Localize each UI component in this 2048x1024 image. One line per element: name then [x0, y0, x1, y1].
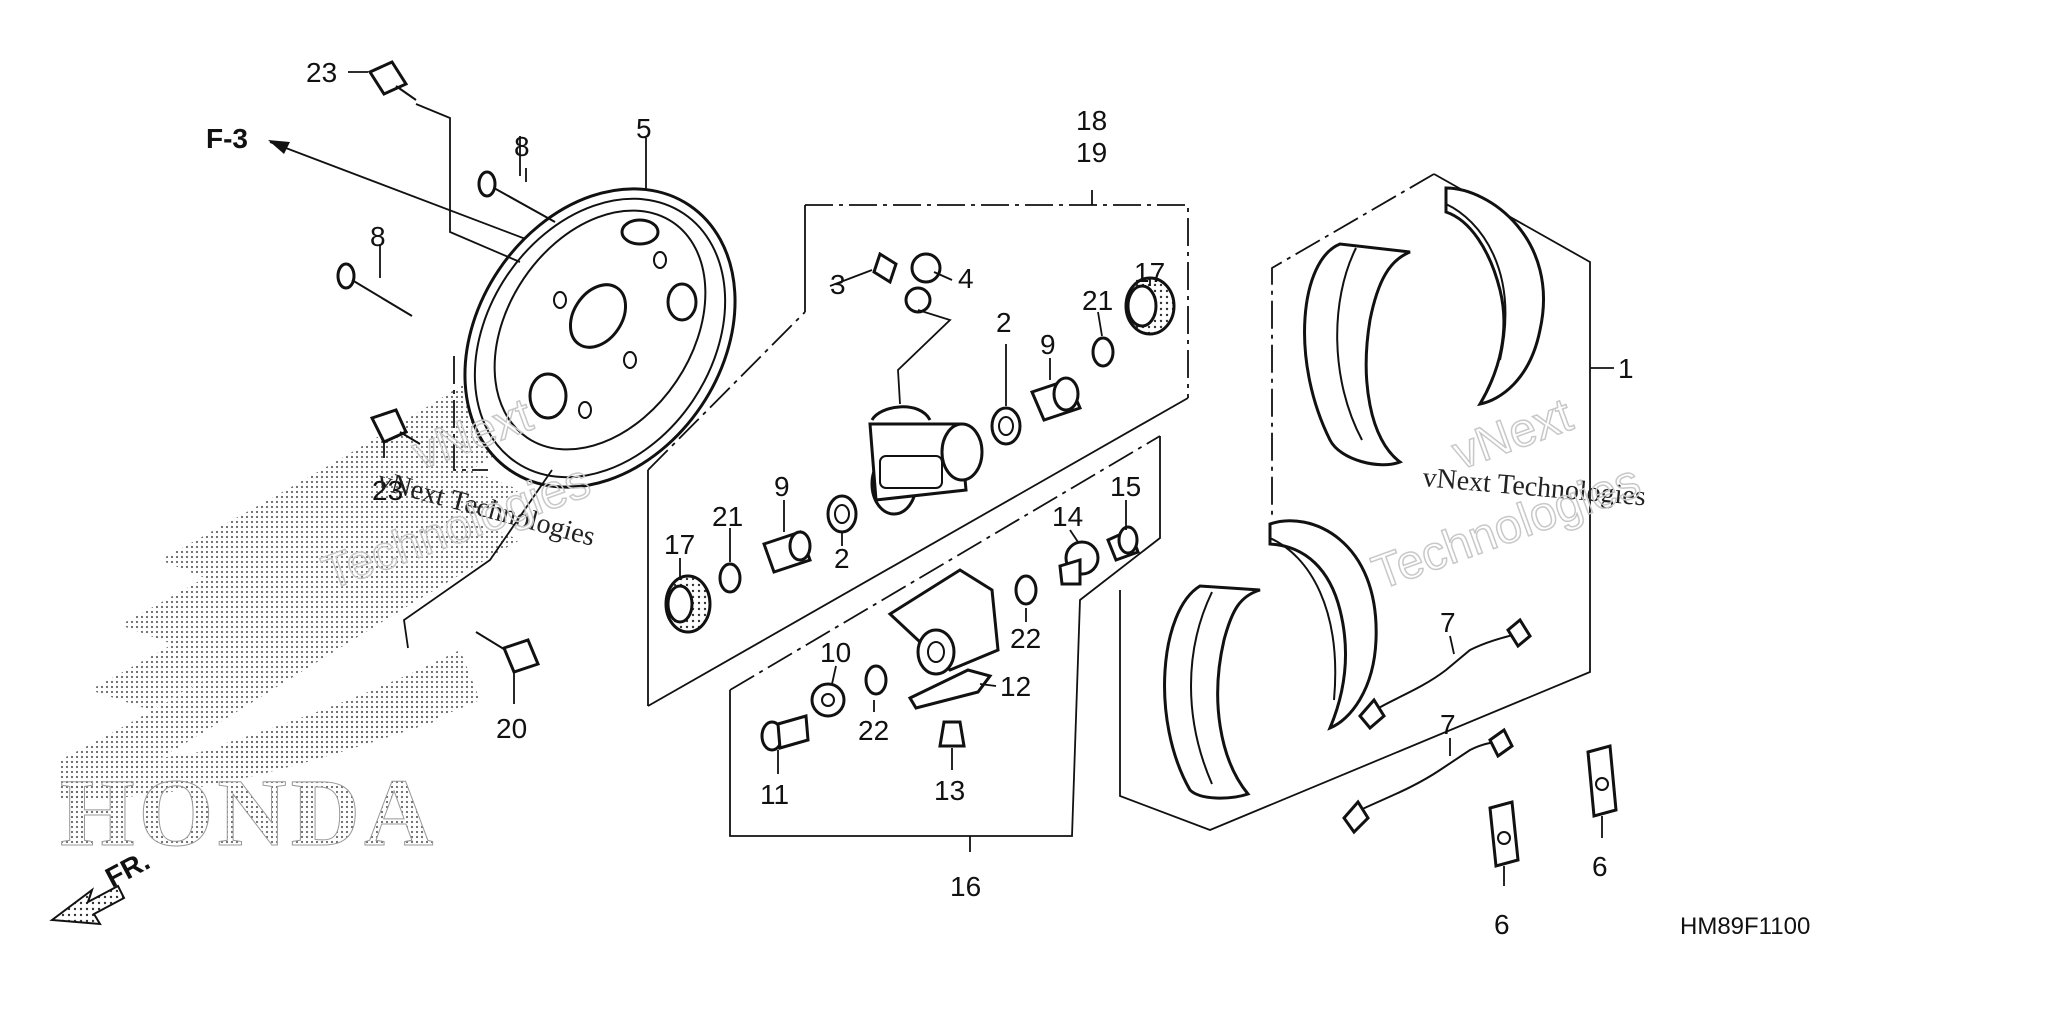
label-part-4: 4 — [958, 263, 974, 294]
honda-wing-logo — [60, 380, 520, 800]
label-part-9-lower: 9 — [774, 471, 790, 502]
front-arrow-icon — [49, 884, 126, 926]
bolt-23-left — [369, 408, 421, 445]
bolt-23-top — [367, 60, 417, 101]
retainer-6-right — [1586, 744, 1618, 818]
spring-7-lower — [1342, 727, 1514, 835]
label-part-16: 16 — [950, 871, 981, 902]
washer-22-upper — [1014, 574, 1038, 606]
label-part-17-lower: 17 — [664, 529, 695, 560]
label-part-15: 15 — [1110, 471, 1141, 502]
brake-shoe-upper-left — [1303, 242, 1411, 467]
label-part-21-lower: 21 — [712, 501, 743, 532]
label-part-8-lower: 8 — [370, 221, 386, 252]
label-part-11: 11 — [760, 779, 789, 810]
label-part-2-upper: 2 — [996, 307, 1012, 338]
label-part-22-upper: 22 — [1010, 623, 1041, 654]
honda-logo-text: HONDA — [60, 759, 437, 866]
bolt-15 — [1106, 525, 1140, 562]
piston-9-upper — [1029, 376, 1083, 422]
label-part-20: 20 — [496, 713, 527, 744]
bolt-8-upper — [477, 170, 556, 223]
label-part-2-lower: 2 — [834, 543, 850, 574]
brake-shoe-lower-left — [1163, 584, 1261, 800]
bolt-20 — [475, 631, 541, 674]
retainer-6-left — [1488, 800, 1520, 868]
label-part-6-left: 6 — [1494, 909, 1510, 940]
reference-code: HM89F1100 — [1680, 913, 1810, 940]
adjuster-body — [887, 568, 1000, 676]
label-part-12: 12 — [1000, 671, 1031, 702]
ring-21-upper — [1091, 336, 1115, 368]
label-part-17-upper: 17 — [1134, 257, 1165, 288]
ring-21-lower — [718, 562, 742, 594]
label-part-23-top: 23 — [306, 57, 337, 88]
ref-arrow-icon — [268, 140, 561, 253]
label-part-7-lower: 7 — [1440, 709, 1456, 740]
boot-17-upper — [1124, 276, 1176, 336]
wheel-cylinder — [868, 405, 984, 516]
label-part-18: 18 — [1076, 105, 1107, 136]
piston-9-lower — [762, 530, 812, 574]
brake-shoe-upper-right — [1444, 186, 1545, 407]
label-part-5: 5 — [636, 113, 652, 144]
nipple-13 — [938, 720, 966, 748]
label-part-8-upper: 8 — [514, 131, 530, 162]
piston-cup-2-upper — [990, 406, 1022, 446]
boot-17-lower — [664, 574, 712, 634]
label-part-13: 13 — [934, 775, 965, 806]
label-part-10: 10 — [820, 637, 851, 668]
label-part-9-upper: 9 — [1040, 329, 1056, 360]
label-part-22-lower: 22 — [858, 715, 889, 746]
bolt-8-lower — [336, 262, 413, 317]
ref-arrow-label: F-3 — [206, 123, 248, 154]
watermark-right-line1: vNext — [1446, 389, 1579, 481]
label-part-6-right: 6 — [1592, 851, 1608, 882]
label-part-21-upper: 21 — [1082, 285, 1113, 316]
brake-panel — [463, 187, 737, 489]
label-part-23-left: 23 — [372, 475, 403, 506]
adjuster-nut-14 — [1058, 540, 1100, 586]
bleeder-screw-3 — [872, 251, 898, 285]
adjuster-nut-10 — [810, 682, 846, 718]
brake-shoe-lower-right — [1268, 519, 1378, 731]
washer-22-lower — [864, 664, 888, 696]
label-part-19: 19 — [1076, 137, 1107, 168]
label-part-7-upper: 7 — [1440, 607, 1456, 638]
piston-cup-2-lower — [826, 494, 858, 534]
label-part-14: 14 — [1052, 501, 1083, 532]
label-part-1: 1 — [1618, 353, 1634, 384]
adjuster-lever-12 — [907, 668, 993, 710]
spring-7-upper — [1358, 617, 1532, 731]
cap-4 — [904, 252, 942, 314]
label-part-3: 3 — [830, 269, 846, 300]
screw-11 — [760, 714, 810, 752]
